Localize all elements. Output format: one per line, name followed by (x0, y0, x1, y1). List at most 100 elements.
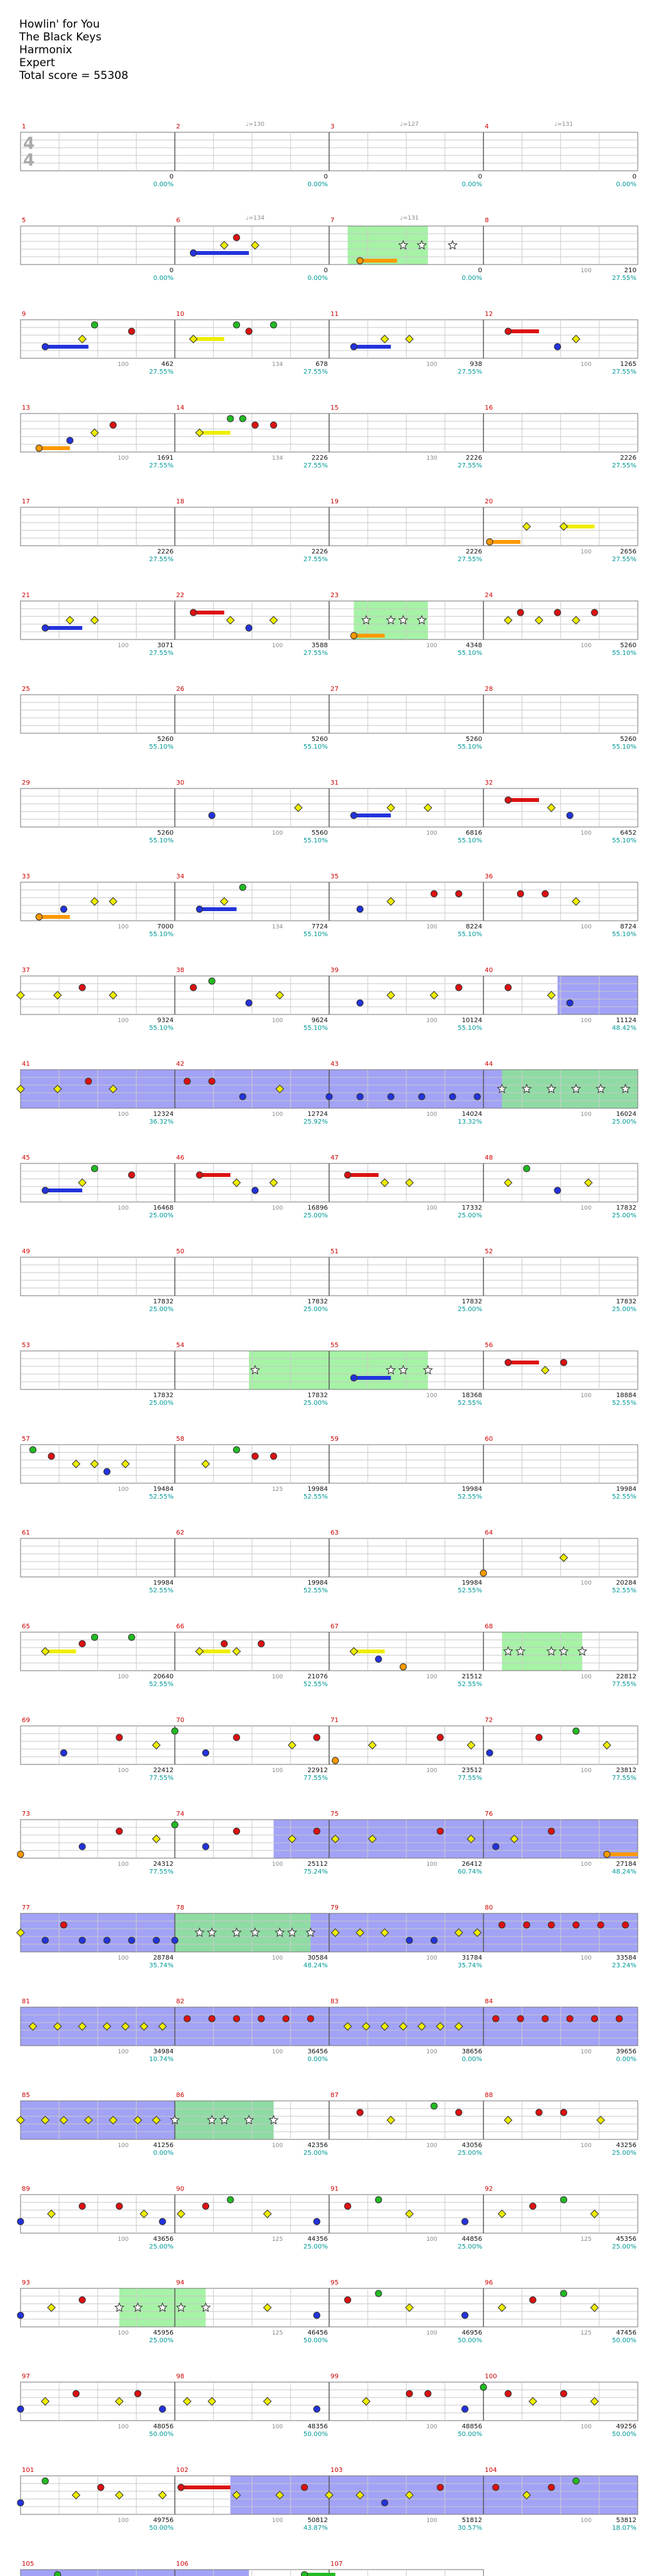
measure-number: 100 (485, 2373, 497, 2380)
measure-percent: 52.55% (303, 1681, 328, 1688)
measure-score: 1265 (620, 361, 636, 368)
yellow-note (534, 616, 543, 625)
blue-note (66, 437, 74, 444)
measure-percent: 27.55% (149, 650, 173, 657)
time-signature-top: 4 (23, 134, 35, 153)
sustain-tail (181, 2485, 231, 2489)
measure-subscore: 100 (581, 1674, 592, 1680)
measure-subscore: 134 (272, 361, 283, 368)
blue-note (313, 2405, 321, 2413)
measure-percent: 52.55% (457, 1493, 482, 1501)
measure-score: 34984 (153, 2048, 174, 2055)
measure-percent: 25.00% (149, 2337, 173, 2344)
measure-number: 8 (485, 217, 489, 224)
yellow-note (572, 616, 581, 625)
blue-note (17, 2218, 24, 2225)
overdrive-region (273, 1820, 638, 1858)
measure-percent: 52.55% (149, 1493, 173, 1501)
yellow-note (78, 1178, 87, 1187)
green-note (269, 321, 277, 329)
measure-score: 17832 (307, 1392, 328, 1399)
measure-score: 14024 (462, 1111, 482, 1118)
star-note (386, 1364, 397, 1375)
yellow-note (405, 2303, 414, 2312)
measure-percent: 25.00% (303, 2150, 328, 2157)
measure-score: 5260 (466, 736, 482, 743)
yellow-note (139, 2022, 149, 2031)
red-note (282, 2015, 290, 2023)
yellow-note (405, 1178, 414, 1187)
measure-score: 48856 (462, 2423, 482, 2430)
sustain-tail (606, 1852, 638, 1856)
measure-number: 54 (176, 1342, 185, 1349)
measure-number: 69 (22, 1717, 30, 1724)
yellow-note (226, 616, 235, 625)
measure-number: 60 (485, 1436, 493, 1443)
tempo-marker: ♩=127 (400, 121, 419, 128)
yellow-note (590, 2209, 599, 2218)
green-note (208, 977, 216, 985)
measure-number: 61 (22, 1529, 30, 1536)
orange-note (17, 1850, 24, 1858)
red-note (542, 2015, 549, 2023)
measure-percent: 25.00% (612, 1118, 636, 1126)
red-note (220, 1640, 228, 1648)
measure-number: 65 (22, 1623, 30, 1630)
measure-subscore: 100 (117, 2236, 128, 2243)
sustain-tail (38, 446, 70, 450)
blue-note (356, 1093, 364, 1101)
yellow-note (559, 1553, 568, 1562)
orange-note (480, 1569, 487, 1577)
measure-percent: 52.55% (303, 1587, 328, 1594)
measure-percent: 50.00% (457, 2431, 482, 2438)
measure-number: 24 (485, 592, 493, 599)
yellow-note (183, 2397, 192, 2406)
red-note (134, 2390, 142, 2398)
star-note (169, 2114, 180, 2125)
yellow-note (90, 616, 99, 625)
yellow-note (398, 2022, 408, 2031)
blue-note (486, 1749, 493, 1757)
green-note (480, 2383, 487, 2391)
measure-score: 21512 (462, 1673, 482, 1680)
yellow-note (90, 1459, 99, 1468)
measure-score: 6816 (466, 830, 482, 837)
red-note (257, 1640, 265, 1648)
blue-note (208, 812, 216, 819)
song-charter: Harmonix (19, 44, 73, 57)
red-note (196, 1171, 203, 1179)
blue-note (189, 249, 197, 257)
measure-score: 19984 (616, 1486, 636, 1493)
measure-score: 17832 (616, 1205, 636, 1212)
star-note (114, 2302, 124, 2312)
red-note (97, 2484, 105, 2491)
measure-subscore: 100 (117, 1205, 128, 1212)
measure-percent: 55.10% (149, 744, 173, 751)
measure-number: 27 (330, 686, 339, 693)
yellow-note (47, 2209, 56, 2218)
star-note (275, 1927, 285, 1937)
red-note (560, 2109, 568, 2116)
green-note (523, 1165, 531, 1172)
sustain-tail (193, 611, 225, 614)
measure-subscore: 100 (272, 643, 283, 649)
measure-subscore: 100 (117, 1674, 128, 1680)
yellow-note (151, 1834, 161, 1843)
measure-score: 19984 (307, 1486, 328, 1493)
green-note (54, 2571, 62, 2576)
yellow-note (108, 2116, 118, 2125)
measure-score: 20284 (616, 1580, 636, 1587)
yellow-note (380, 2022, 389, 2031)
measure-percent: 25.00% (457, 1306, 482, 1313)
star-note (207, 2114, 218, 2125)
measure-subscore: 100 (581, 924, 592, 930)
measure-number: 50 (176, 1248, 185, 1255)
green-note (90, 1633, 98, 1641)
yellow-note (380, 1928, 389, 1937)
yellow-note (362, 2397, 371, 2406)
blue-note (461, 2405, 469, 2413)
yellow-note (16, 1084, 25, 1093)
measure-subscore: 100 (581, 1580, 592, 1587)
measure-subscore: 134 (272, 455, 283, 462)
